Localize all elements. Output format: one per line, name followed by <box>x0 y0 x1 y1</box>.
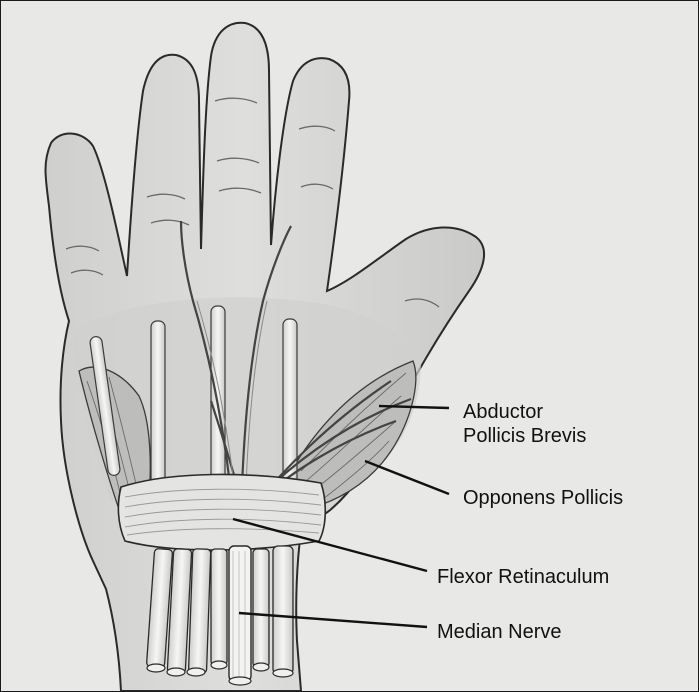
label-median-nerve: Median Nerve <box>437 620 562 644</box>
leader-line-opponens <box>365 461 449 494</box>
label-abductor-line1: Abductor <box>463 400 586 424</box>
label-flexor-retinaculum: Flexor Retinaculum <box>437 565 609 589</box>
label-opponens-pollicis: Opponens Pollicis <box>463 486 623 510</box>
label-abductor-pollicis-brevis: Abductor Pollicis Brevis <box>463 400 586 448</box>
label-abductor-line2: Pollicis Brevis <box>463 424 586 448</box>
